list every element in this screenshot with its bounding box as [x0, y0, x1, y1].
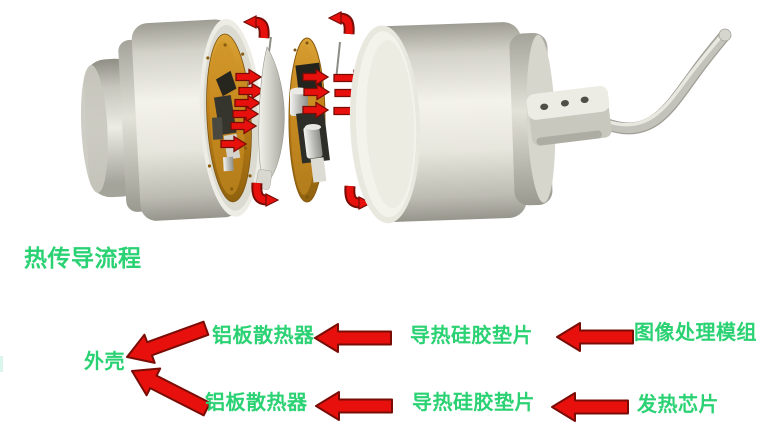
label-row1-pad: 导热硅胶垫片 — [410, 325, 533, 347]
standoff-pin — [335, 41, 341, 81]
label-row2-heatsink: 铝板散热器 — [205, 392, 308, 414]
flow-arrow-row1-source-to-pad — [556, 322, 634, 352]
flow-arrow-row1-to-housing — [120, 313, 213, 373]
pcb-disc — [288, 37, 341, 203]
curved-arrow-top-left — [244, 16, 264, 38]
heat-flow-arrows-middle — [302, 68, 330, 119]
flow-arrow-row2-pad-to-heatsink — [315, 391, 393, 421]
label-row1-source: 图像处理模组 — [634, 322, 757, 344]
curved-arrow-top-right — [329, 12, 349, 34]
connector-holes — [540, 96, 589, 111]
cable — [600, 28, 732, 135]
edge-artifact — [0, 356, 3, 372]
flow-arrow-row1-pad-to-heatsink — [314, 323, 392, 353]
cable-connector — [526, 85, 612, 146]
rear-housing — [349, 22, 556, 224]
flow-arrows — [120, 313, 634, 424]
label-row1-heatsink: 铝板散热器 — [212, 325, 315, 347]
flow-arrow-row2-source-to-pad — [551, 392, 629, 422]
label-housing: 外壳 — [84, 351, 125, 373]
label-row2-source: 发热芯片 — [637, 394, 719, 416]
section-title: 热传导流程 — [24, 245, 142, 271]
label-row2-pad: 导热硅胶垫片 — [412, 392, 535, 414]
cable-tip — [718, 28, 732, 42]
flow-arrow-row2-to-housing — [124, 356, 215, 424]
front-housing — [80, 18, 263, 221]
